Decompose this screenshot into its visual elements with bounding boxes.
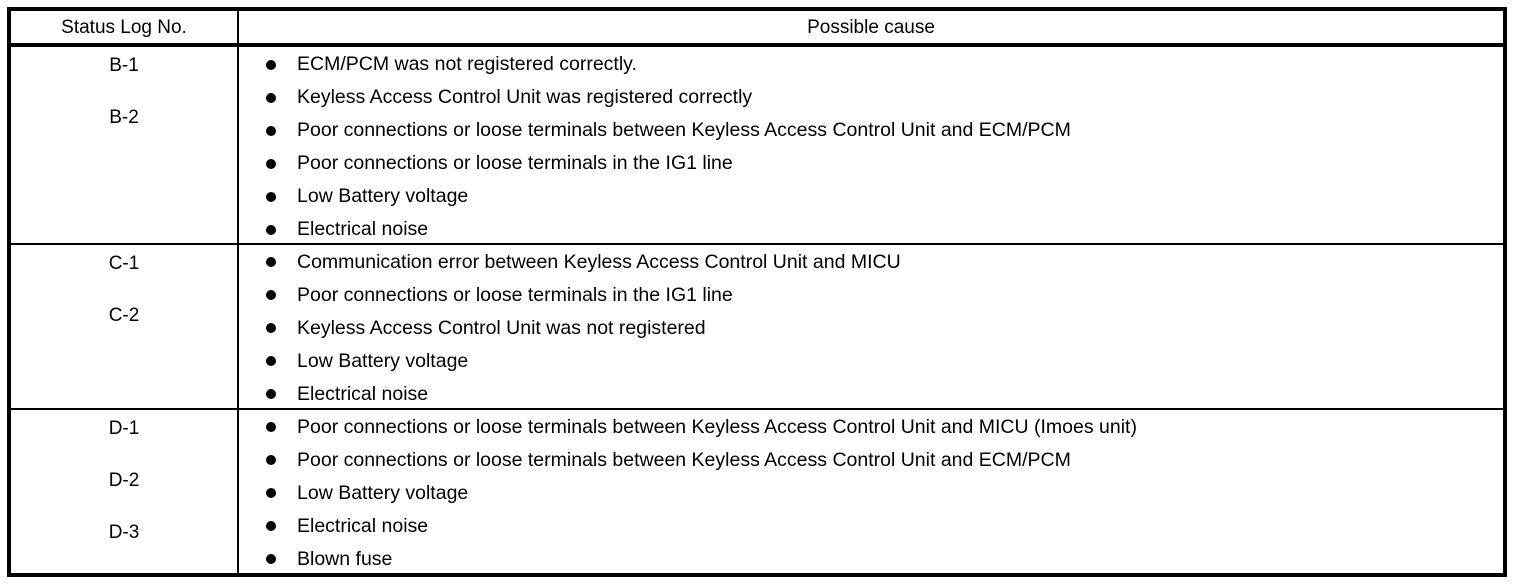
cause-text: Blown fuse bbox=[297, 547, 393, 570]
possible-causes-cell-d: Poor connections or loose terminals betw… bbox=[239, 410, 1503, 573]
cause-item: Poor connections or loose terminals betw… bbox=[239, 411, 1503, 444]
cause-text: Electrical noise bbox=[297, 217, 429, 240]
table-row-c: C-1 C-2 Communication error between Keyl… bbox=[11, 244, 1503, 410]
bullet-icon bbox=[266, 422, 276, 433]
header-status-log-no: Status Log No. bbox=[11, 11, 239, 43]
cause-item: Keyless Access Control Unit was not regi… bbox=[239, 312, 1503, 345]
cause-text: Poor connections or loose terminals betw… bbox=[297, 118, 1071, 141]
status-log-code: C-1 bbox=[108, 252, 140, 274]
bullet-icon bbox=[266, 92, 276, 103]
cause-text: Communication error between Keyless Acce… bbox=[297, 250, 901, 273]
cause-item: Blown fuse bbox=[239, 543, 1503, 573]
cause-item: Electrical noise bbox=[239, 213, 1503, 243]
table-row-b: B-1 B-2 ECM/PCM was not registered corre… bbox=[11, 47, 1503, 245]
bullet-icon bbox=[266, 158, 276, 169]
bullet-icon bbox=[266, 323, 276, 334]
possible-causes-cell-b: ECM/PCM was not registered correctly. Ke… bbox=[239, 47, 1503, 243]
bullet-icon bbox=[266, 59, 276, 70]
cause-text: Poor connections or loose terminals in t… bbox=[297, 283, 733, 306]
status-codes-cell-b: B-1 B-2 bbox=[11, 47, 239, 243]
cause-text: ECM/PCM was not registered correctly. bbox=[297, 52, 637, 75]
bullet-icon bbox=[266, 224, 276, 235]
cause-text: Keyless Access Control Unit was not regi… bbox=[297, 316, 706, 339]
cause-item: Poor connections or loose terminals betw… bbox=[239, 444, 1503, 477]
bullet-icon bbox=[266, 290, 276, 301]
status-log-table: Status Log No. Possible cause B-1 B-2 EC… bbox=[7, 7, 1507, 577]
table-header-row: Status Log No. Possible cause bbox=[11, 11, 1503, 47]
cause-item: Electrical noise bbox=[239, 378, 1503, 408]
status-codes-cell-c: C-1 C-2 bbox=[11, 244, 239, 408]
cause-text: Poor connections or loose terminals betw… bbox=[297, 448, 1071, 471]
status-log-code: B-2 bbox=[109, 107, 139, 128]
cause-text: Low Battery voltage bbox=[297, 184, 469, 207]
cause-text: Poor connections or loose terminals betw… bbox=[297, 415, 1137, 438]
bullet-icon bbox=[266, 389, 276, 400]
bullet-icon bbox=[266, 455, 276, 466]
table-row-d: D-1 D-2 D-3 Poor connections or loose te… bbox=[11, 409, 1503, 573]
bullet-icon bbox=[266, 356, 276, 367]
status-log-code: D-2 bbox=[108, 469, 140, 491]
status-log-code: B-1 bbox=[109, 55, 139, 76]
bullet-icon bbox=[266, 488, 276, 499]
cause-item: Poor connections or loose terminals in t… bbox=[239, 279, 1503, 312]
cause-item: Communication error between Keyless Acce… bbox=[239, 246, 1503, 279]
cause-item: Keyless Access Control Unit was register… bbox=[239, 81, 1503, 114]
cause-text: Electrical noise bbox=[297, 514, 429, 537]
cause-text: Low Battery voltage bbox=[297, 349, 469, 372]
cause-text: Electrical noise bbox=[297, 382, 429, 405]
bullet-icon bbox=[266, 554, 276, 565]
status-log-code: D-1 bbox=[108, 417, 140, 439]
cause-item: Low Battery voltage bbox=[239, 180, 1503, 213]
bullet-icon bbox=[266, 521, 276, 532]
cause-item: Poor connections or loose terminals betw… bbox=[239, 114, 1503, 147]
header-possible-cause: Possible cause bbox=[807, 16, 935, 38]
status-codes-cell-d: D-1 D-2 D-3 bbox=[11, 409, 239, 573]
cause-text: Poor connections or loose terminals in t… bbox=[297, 151, 733, 174]
cause-item: Low Battery voltage bbox=[239, 345, 1503, 378]
cause-text: Keyless Access Control Unit was register… bbox=[297, 85, 753, 108]
bullet-icon bbox=[266, 125, 276, 136]
cause-item: ECM/PCM was not registered correctly. bbox=[239, 48, 1503, 81]
status-log-code: D-3 bbox=[108, 521, 140, 543]
bullet-icon bbox=[266, 257, 276, 268]
cause-text: Low Battery voltage bbox=[297, 481, 469, 504]
bullet-icon bbox=[266, 191, 276, 202]
status-log-code: C-2 bbox=[108, 304, 140, 326]
cause-item: Poor connections or loose terminals in t… bbox=[239, 147, 1503, 180]
possible-causes-cell-c: Communication error between Keyless Acce… bbox=[239, 245, 1503, 408]
cause-item: Electrical noise bbox=[239, 510, 1503, 543]
cause-item: Low Battery voltage bbox=[239, 477, 1503, 510]
